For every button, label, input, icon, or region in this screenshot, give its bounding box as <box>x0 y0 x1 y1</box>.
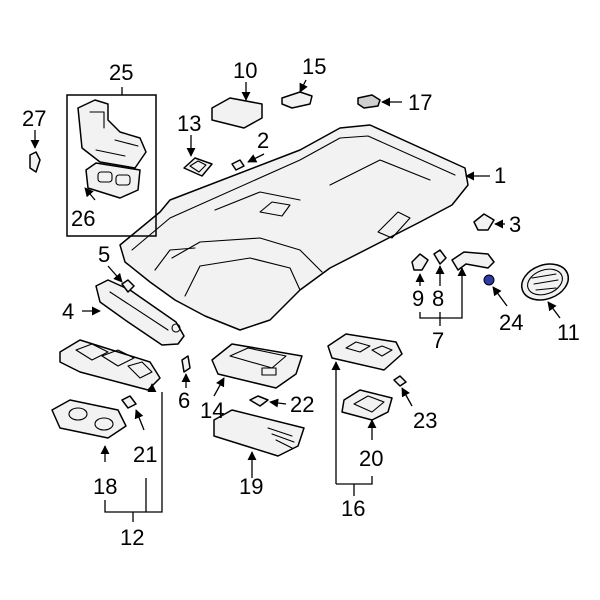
lamp-housing-14 <box>211 343 303 389</box>
clip-5 <box>121 279 135 293</box>
callout-3: 3 <box>509 212 521 237</box>
callout-11: 11 <box>557 320 580 345</box>
lens-20 <box>341 389 393 421</box>
cover-15 <box>281 91 313 109</box>
callout-13: 13 <box>177 111 201 136</box>
bulb-22 <box>249 395 269 407</box>
callout-14: 14 <box>200 398 224 423</box>
group-frame-25 <box>66 94 157 237</box>
highlighted-part <box>483 274 495 286</box>
callout-4: 4 <box>62 299 74 324</box>
callout-10: 10 <box>233 58 257 83</box>
lamp-housing-16 <box>327 333 403 371</box>
callout-22: 22 <box>290 392 314 417</box>
console-assembly <box>77 99 147 169</box>
callout-24: 24 <box>499 310 523 335</box>
clip-17 <box>357 94 381 109</box>
callout-2: 2 <box>257 128 269 153</box>
sun-visor <box>95 279 185 346</box>
lamp-13 <box>183 157 213 177</box>
clip-24 <box>483 274 495 286</box>
callout-8: 8 <box>432 286 444 311</box>
bulb-23 <box>393 375 407 387</box>
clip-27 <box>29 151 41 173</box>
lens-19 <box>213 409 305 457</box>
callout-18: 18 <box>93 474 117 499</box>
cap-9 <box>411 253 429 271</box>
callout-15: 15 <box>302 54 326 79</box>
callout-23: 23 <box>413 408 437 433</box>
callout-12: 12 <box>120 525 144 550</box>
lens-18 <box>51 399 127 439</box>
callout-19: 19 <box>239 474 263 499</box>
callout-7: 7 <box>432 328 444 353</box>
callout-17: 17 <box>408 90 432 115</box>
screw-2 <box>231 159 245 171</box>
callout-21: 21 <box>133 442 157 467</box>
callout-5: 5 <box>98 242 110 267</box>
callout-labels: 1 2 3 4 5 6 7 8 9 10 11 12 13 14 15 16 1… <box>22 54 580 550</box>
cap-8 <box>433 249 447 265</box>
callout-6: 6 <box>178 388 190 413</box>
callout-25: 25 <box>109 60 133 85</box>
screw-6 <box>181 355 191 373</box>
callout-27: 27 <box>22 106 46 131</box>
grab-handle <box>451 251 495 271</box>
map-lamp-console <box>59 339 161 391</box>
bulb-21 <box>121 395 137 409</box>
callout-9: 9 <box>412 286 424 311</box>
callout-16: 16 <box>341 496 365 521</box>
headliner <box>119 124 469 331</box>
callout-1: 1 <box>494 163 506 188</box>
console-bezel <box>85 162 141 199</box>
callout-26: 26 <box>71 206 95 231</box>
cover-10 <box>211 97 263 129</box>
clip-3 <box>473 213 495 231</box>
callout-20: 20 <box>359 446 383 471</box>
dome-lens-11 <box>520 263 570 301</box>
